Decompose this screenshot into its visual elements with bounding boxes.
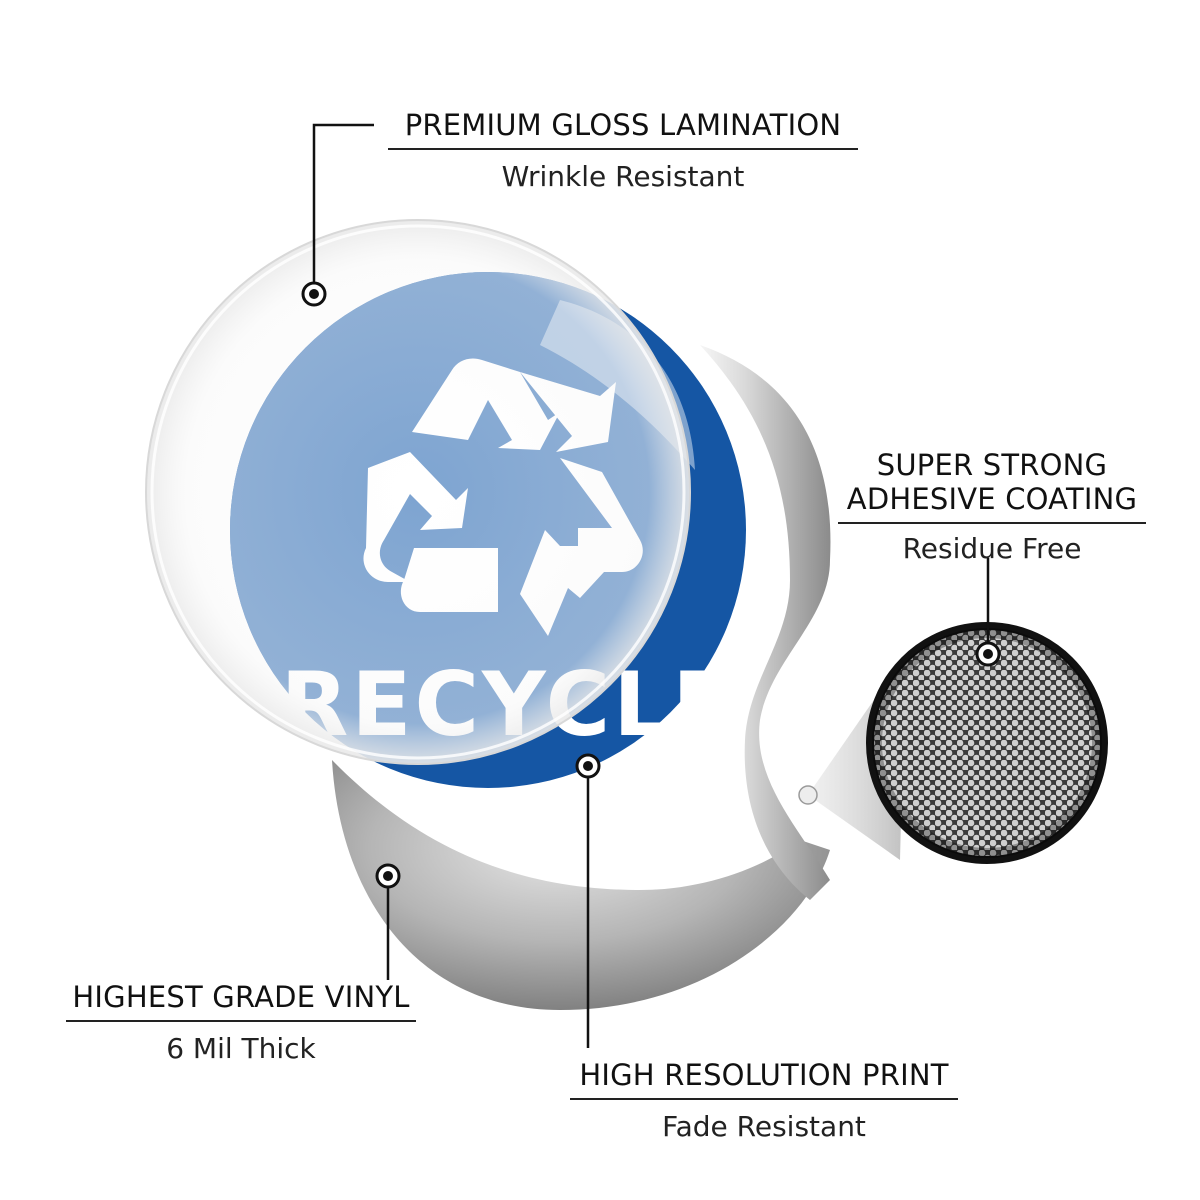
- callout-print-title: HIGH RESOLUTION PRINT: [579, 1058, 949, 1092]
- gloss-laminate-layer: [145, 219, 691, 765]
- callout-print-subtitle: Fade Resistant: [662, 1110, 866, 1143]
- callout-vinyl-title: HIGHEST GRADE VINYL: [72, 980, 410, 1014]
- callout-adhesive-title-line1: SUPER STRONG: [876, 448, 1108, 482]
- lamination-leader-line: [312, 123, 374, 294]
- callout-adhesive-subtitle: Residue Free: [902, 532, 1082, 565]
- callout-vinyl-rule: [66, 1020, 416, 1022]
- callout-adhesive-rule: [838, 522, 1146, 524]
- callout-vinyl-subtitle: 6 Mil Thick: [166, 1032, 316, 1065]
- adhesive-spot-marker: [798, 785, 818, 805]
- callout-marker-icon: [301, 281, 327, 307]
- callout-leader-lines: [312, 123, 990, 1048]
- vinyl-backing-layer: [332, 345, 831, 1010]
- callout-print-rule: [570, 1098, 958, 1100]
- callout-markers: [301, 281, 1001, 889]
- callout-marker-icon: [375, 863, 401, 889]
- callout-lamination-subtitle: Wrinkle Resistant: [501, 160, 745, 193]
- callout-print: HIGH RESOLUTION PRINT Fade Resistant: [570, 1058, 958, 1143]
- callout-lamination-title: PREMIUM GLOSS LAMINATION: [404, 108, 842, 142]
- callout-marker-icon: [975, 641, 1001, 667]
- callout-adhesive: SUPER STRONG ADHESIVE COATING Residue Fr…: [838, 448, 1146, 565]
- callout-lamination: PREMIUM GLOSS LAMINATION Wrinkle Resista…: [388, 108, 858, 193]
- callout-adhesive-title-line2: ADHESIVE COATING: [846, 482, 1138, 516]
- callout-lamination-rule: [388, 148, 858, 150]
- callout-vinyl: HIGHEST GRADE VINYL 6 Mil Thick: [66, 980, 416, 1065]
- callout-marker-icon: [575, 753, 601, 779]
